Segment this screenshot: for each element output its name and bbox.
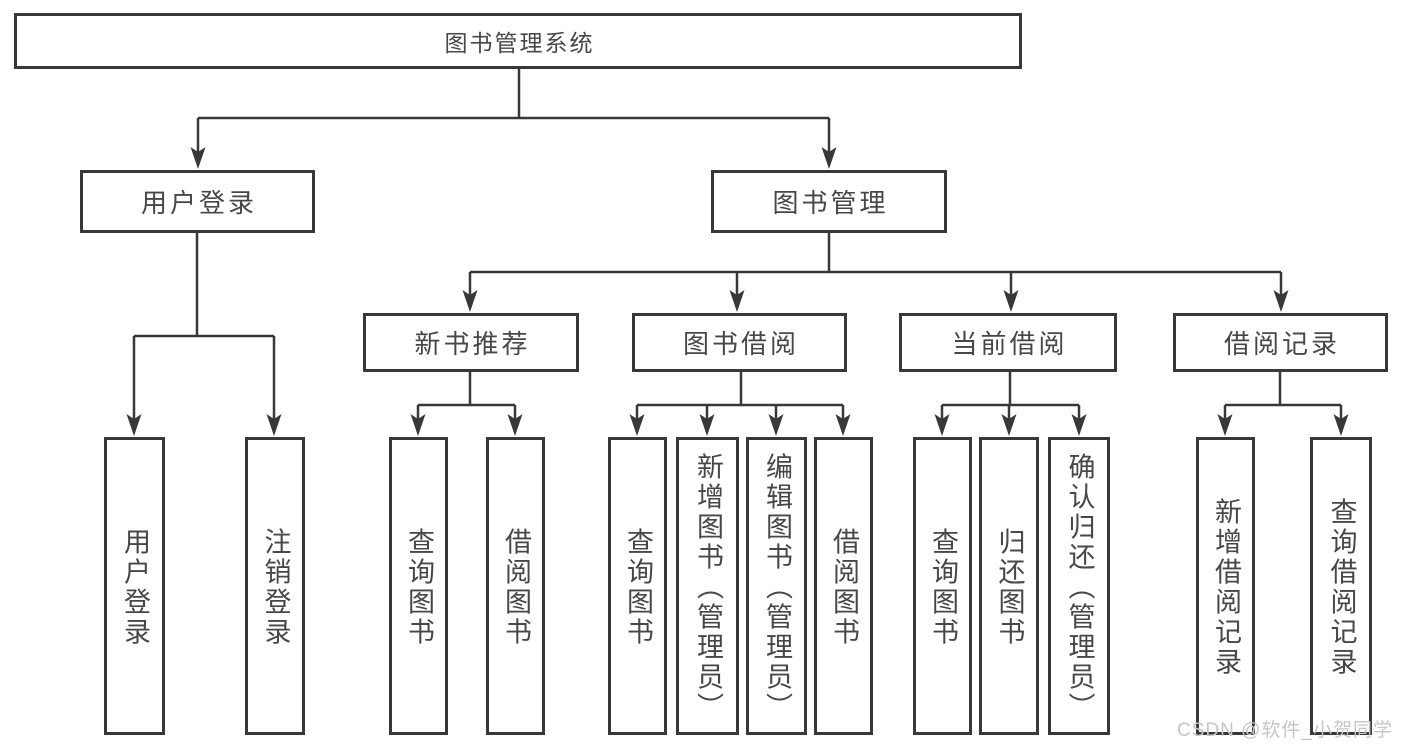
leaf-borrow-books-recommend: 借阅图书	[486, 437, 545, 735]
node-user-login: 用户登录	[80, 170, 315, 233]
node-label: 借阅图书	[501, 527, 531, 648]
leaf-return-books: 归还图书	[979, 437, 1039, 735]
node-book-management: 图书管理	[711, 170, 947, 233]
node-label: 确认归还（管理员）	[1064, 452, 1095, 723]
down-arrow-icon	[934, 414, 950, 436]
down-arrow-icon	[699, 414, 715, 436]
leaf-add-books-admin: 新增图书（管理员）	[676, 437, 739, 735]
node-borrowing-records: 借阅记录	[1173, 313, 1388, 372]
node-label: 注销登录	[260, 527, 291, 648]
node-label: 借阅图书	[829, 527, 859, 648]
node-label: 图书管理	[772, 188, 889, 218]
node-label: 当前借阅	[951, 329, 1068, 359]
node-new-book-recommend: 新书推荐	[363, 313, 579, 372]
down-arrow-icon	[821, 147, 837, 169]
node-label: 查询图书	[623, 527, 653, 648]
node-label: 归还图书	[994, 527, 1025, 648]
down-arrow-icon	[462, 290, 478, 312]
leaf-user-login: 用户登录	[104, 437, 165, 735]
down-arrow-icon	[190, 147, 206, 169]
node-library-management-system: 图书管理系统	[14, 13, 1022, 69]
down-arrow-icon	[1071, 414, 1087, 436]
node-book-borrowing: 图书借阅	[632, 313, 847, 372]
leaf-add-borrow-record: 新增借阅记录	[1196, 437, 1255, 735]
leaf-query-books-borrowing: 查询图书	[608, 437, 667, 735]
leaf-query-books-current: 查询图书	[913, 437, 972, 735]
leaf-borrow-books: 借阅图书	[814, 437, 873, 735]
down-arrow-icon	[629, 414, 645, 436]
node-label: 图书借阅	[682, 329, 799, 359]
node-label: 新增图书（管理员）	[693, 452, 723, 723]
leaf-query-books-recommend: 查询图书	[389, 437, 448, 735]
down-arrow-icon	[1333, 414, 1349, 436]
node-label: 用户登录	[140, 188, 257, 218]
node-label: 编辑图书（管理员）	[762, 452, 792, 723]
down-arrow-icon	[768, 414, 784, 436]
node-current-borrowing: 当前借阅	[899, 313, 1117, 372]
node-label: 用户登录	[120, 527, 150, 648]
down-arrow-icon	[410, 414, 426, 436]
node-label: 借阅记录	[1223, 329, 1340, 359]
down-arrow-icon	[1001, 414, 1017, 436]
node-label: 新增借阅记录	[1211, 497, 1241, 678]
node-label: 新书推荐	[414, 329, 531, 359]
csdn-watermark: CSDN @软件_小贺同学	[1177, 720, 1393, 741]
node-label: 查询借阅记录	[1326, 497, 1357, 678]
leaf-logout: 注销登录	[245, 437, 305, 735]
down-arrow-icon	[1003, 290, 1019, 312]
down-arrow-icon	[1273, 290, 1289, 312]
node-label: 查询图书	[928, 527, 958, 648]
leaf-edit-books-admin: 编辑图书（管理员）	[746, 437, 807, 735]
down-arrow-icon	[266, 414, 282, 436]
node-label: 查询图书	[404, 527, 434, 648]
down-arrow-icon	[507, 414, 523, 436]
leaf-query-borrow-record: 查询借阅记录	[1310, 437, 1372, 735]
node-label: 图书管理系统	[444, 30, 595, 56]
down-arrow-icon	[126, 414, 142, 436]
leaf-confirm-return-admin: 确认归还（管理员）	[1048, 437, 1110, 735]
down-arrow-icon	[729, 290, 745, 312]
connector-line	[132, 69, 1343, 422]
down-arrow-icon	[1217, 414, 1233, 436]
down-arrow-icon	[835, 414, 851, 436]
